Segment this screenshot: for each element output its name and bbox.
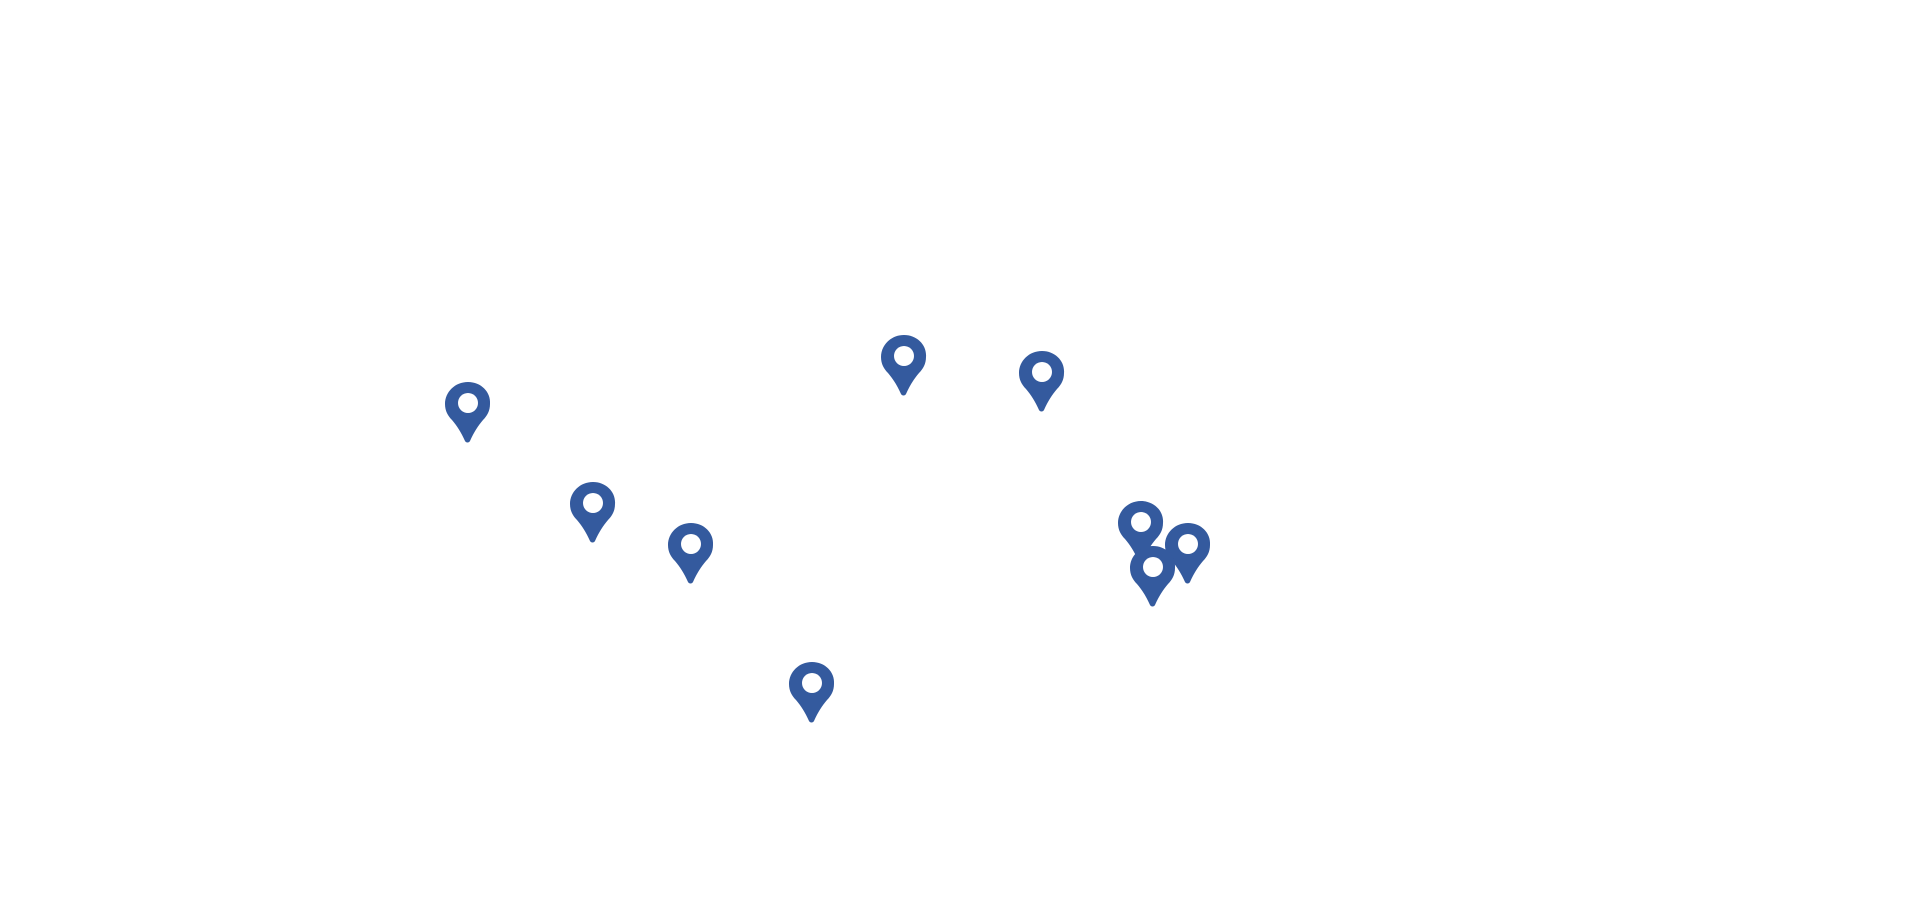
map-pin-icon	[1130, 546, 1176, 607]
map-pin-icon	[668, 523, 714, 584]
map-marker[interactable]	[788, 662, 836, 724]
map-pin-icon	[881, 335, 927, 396]
map-pin-icon	[789, 662, 835, 723]
map-marker[interactable]	[1117, 501, 1165, 563]
map-pin-icon	[1118, 501, 1164, 562]
map-pin-icon	[445, 382, 491, 443]
map-marker[interactable]	[1018, 351, 1066, 413]
map-marker[interactable]	[880, 335, 928, 397]
map-marker[interactable]	[667, 523, 715, 585]
map-pin-icon	[570, 482, 616, 543]
map-marker[interactable]	[1164, 523, 1212, 585]
map-pin-icon	[1019, 351, 1065, 412]
map-pin-icon	[1165, 523, 1211, 584]
map-marker[interactable]	[1129, 546, 1177, 608]
map-marker[interactable]	[569, 482, 617, 544]
map-marker[interactable]	[444, 382, 492, 444]
